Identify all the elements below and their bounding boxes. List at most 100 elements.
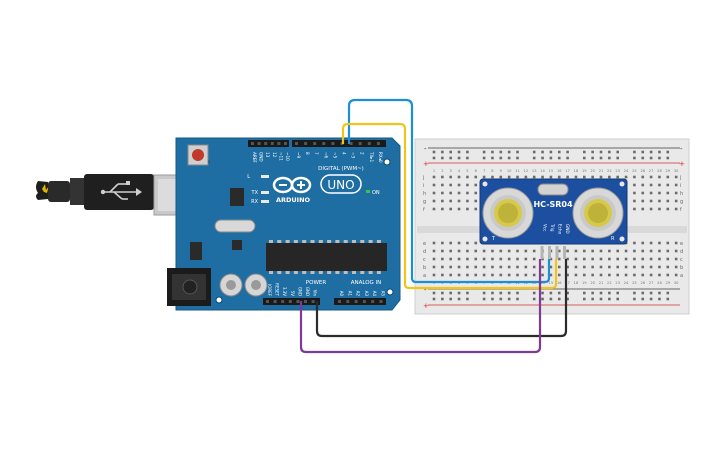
breadboard-hole[interactable] xyxy=(441,249,444,253)
breadboard-hole[interactable] xyxy=(658,257,661,261)
breadboard-hole[interactable] xyxy=(532,249,536,253)
rail-hole[interactable] xyxy=(491,156,494,160)
breadboard-hole[interactable] xyxy=(666,249,670,253)
rail-hole[interactable] xyxy=(641,297,645,301)
breadboard-hole[interactable] xyxy=(674,249,678,253)
rail-hole[interactable] xyxy=(516,150,519,154)
rail-hole[interactable] xyxy=(499,291,503,295)
breadboard-hole[interactable] xyxy=(466,249,469,253)
breadboard-hole[interactable] xyxy=(441,273,444,277)
breadboard-hole[interactable] xyxy=(432,249,436,253)
breadboard-hole[interactable] xyxy=(616,257,619,261)
breadboard-hole[interactable] xyxy=(608,265,611,269)
header-hole[interactable] xyxy=(358,142,362,145)
rail-hole[interactable] xyxy=(641,291,645,295)
breadboard-hole[interactable] xyxy=(666,241,670,245)
breadboard-hole[interactable] xyxy=(532,265,536,269)
rail-hole[interactable] xyxy=(649,150,653,154)
breadboard-hole[interactable] xyxy=(457,273,461,277)
breadboard-hole[interactable] xyxy=(432,273,436,277)
breadboard-hole[interactable] xyxy=(432,191,436,195)
breadboard-hole[interactable] xyxy=(457,191,461,195)
rail-hole[interactable] xyxy=(516,156,519,160)
breadboard-hole[interactable] xyxy=(516,257,519,261)
rail-hole[interactable] xyxy=(507,297,511,301)
breadboard-hole[interactable] xyxy=(457,183,461,187)
breadboard-hole[interactable] xyxy=(449,273,452,277)
breadboard-hole[interactable] xyxy=(532,175,536,179)
breadboard-hole[interactable] xyxy=(624,265,628,269)
breadboard-hole[interactable] xyxy=(457,249,461,253)
breadboard-hole[interactable] xyxy=(432,183,436,187)
rail-hole[interactable] xyxy=(507,291,511,295)
breadboard-hole[interactable] xyxy=(507,273,511,277)
rail-hole[interactable] xyxy=(549,291,553,295)
breadboard-hole[interactable] xyxy=(566,273,569,277)
breadboard-hole[interactable] xyxy=(457,207,461,211)
rail-hole[interactable] xyxy=(608,297,611,301)
rail-hole[interactable] xyxy=(432,150,436,154)
breadboard-hole[interactable] xyxy=(641,265,645,269)
breadboard-hole[interactable] xyxy=(591,265,594,269)
header-hole[interactable] xyxy=(367,142,371,145)
breadboard-hole[interactable] xyxy=(599,265,603,269)
breadboard-hole[interactable] xyxy=(641,273,645,277)
header-hole[interactable] xyxy=(295,142,298,145)
header-hole[interactable] xyxy=(251,142,254,145)
rail-hole[interactable] xyxy=(566,156,569,160)
rail-hole[interactable] xyxy=(566,297,569,301)
rail-hole[interactable] xyxy=(591,291,594,295)
rail-hole[interactable] xyxy=(541,150,544,154)
rail-hole[interactable] xyxy=(658,156,661,160)
rail-hole[interactable] xyxy=(507,156,511,160)
breadboard-hole[interactable] xyxy=(674,175,678,179)
breadboard-hole[interactable] xyxy=(466,273,469,277)
rail-hole[interactable] xyxy=(666,291,670,295)
breadboard-hole[interactable] xyxy=(583,249,586,253)
breadboard-hole[interactable] xyxy=(474,241,478,245)
breadboard-hole[interactable] xyxy=(608,257,611,261)
breadboard-hole[interactable] xyxy=(474,199,478,203)
rail-hole[interactable] xyxy=(557,150,561,154)
breadboard-hole[interactable] xyxy=(583,257,586,261)
breadboard-hole[interactable] xyxy=(674,199,678,203)
rail-hole[interactable] xyxy=(666,150,670,154)
rail-hole[interactable] xyxy=(608,291,611,295)
breadboard-hole[interactable] xyxy=(491,175,494,179)
rail-hole[interactable] xyxy=(633,156,636,160)
rail-hole[interactable] xyxy=(516,291,519,295)
rail-hole[interactable] xyxy=(532,291,536,295)
breadboard-hole[interactable] xyxy=(557,175,561,179)
header-hole[interactable] xyxy=(264,142,268,145)
breadboard-hole[interactable] xyxy=(499,249,503,253)
rail-hole[interactable] xyxy=(457,156,461,160)
breadboard-hole[interactable] xyxy=(599,175,603,179)
breadboard-hole[interactable] xyxy=(674,183,678,187)
rail-hole[interactable] xyxy=(583,150,586,154)
breadboard-hole[interactable] xyxy=(432,241,436,245)
breadboard-hole[interactable] xyxy=(516,175,519,179)
breadboard-hole[interactable] xyxy=(432,199,436,203)
breadboard-hole[interactable] xyxy=(449,191,452,195)
rail-hole[interactable] xyxy=(516,297,519,301)
breadboard-hole[interactable] xyxy=(549,265,553,269)
rail-hole[interactable] xyxy=(633,297,636,301)
breadboard-hole[interactable] xyxy=(549,175,553,179)
breadboard-hole[interactable] xyxy=(566,249,569,253)
rail-hole[interactable] xyxy=(499,297,503,301)
breadboard-hole[interactable] xyxy=(466,191,469,195)
breadboard-hole[interactable] xyxy=(466,199,469,203)
breadboard-hole[interactable] xyxy=(616,265,619,269)
rail-hole[interactable] xyxy=(557,297,561,301)
breadboard-hole[interactable] xyxy=(499,265,503,269)
breadboard-hole[interactable] xyxy=(449,265,452,269)
gnd-wire[interactable] xyxy=(315,259,568,338)
breadboard-hole[interactable] xyxy=(516,273,519,277)
breadboard-hole[interactable] xyxy=(441,199,444,203)
breadboard-hole[interactable] xyxy=(432,175,436,179)
breadboard-hole[interactable] xyxy=(658,241,661,245)
breadboard-hole[interactable] xyxy=(633,257,636,261)
rail-hole[interactable] xyxy=(616,297,619,301)
header-hole[interactable] xyxy=(349,142,353,145)
rail-hole[interactable] xyxy=(441,291,444,295)
